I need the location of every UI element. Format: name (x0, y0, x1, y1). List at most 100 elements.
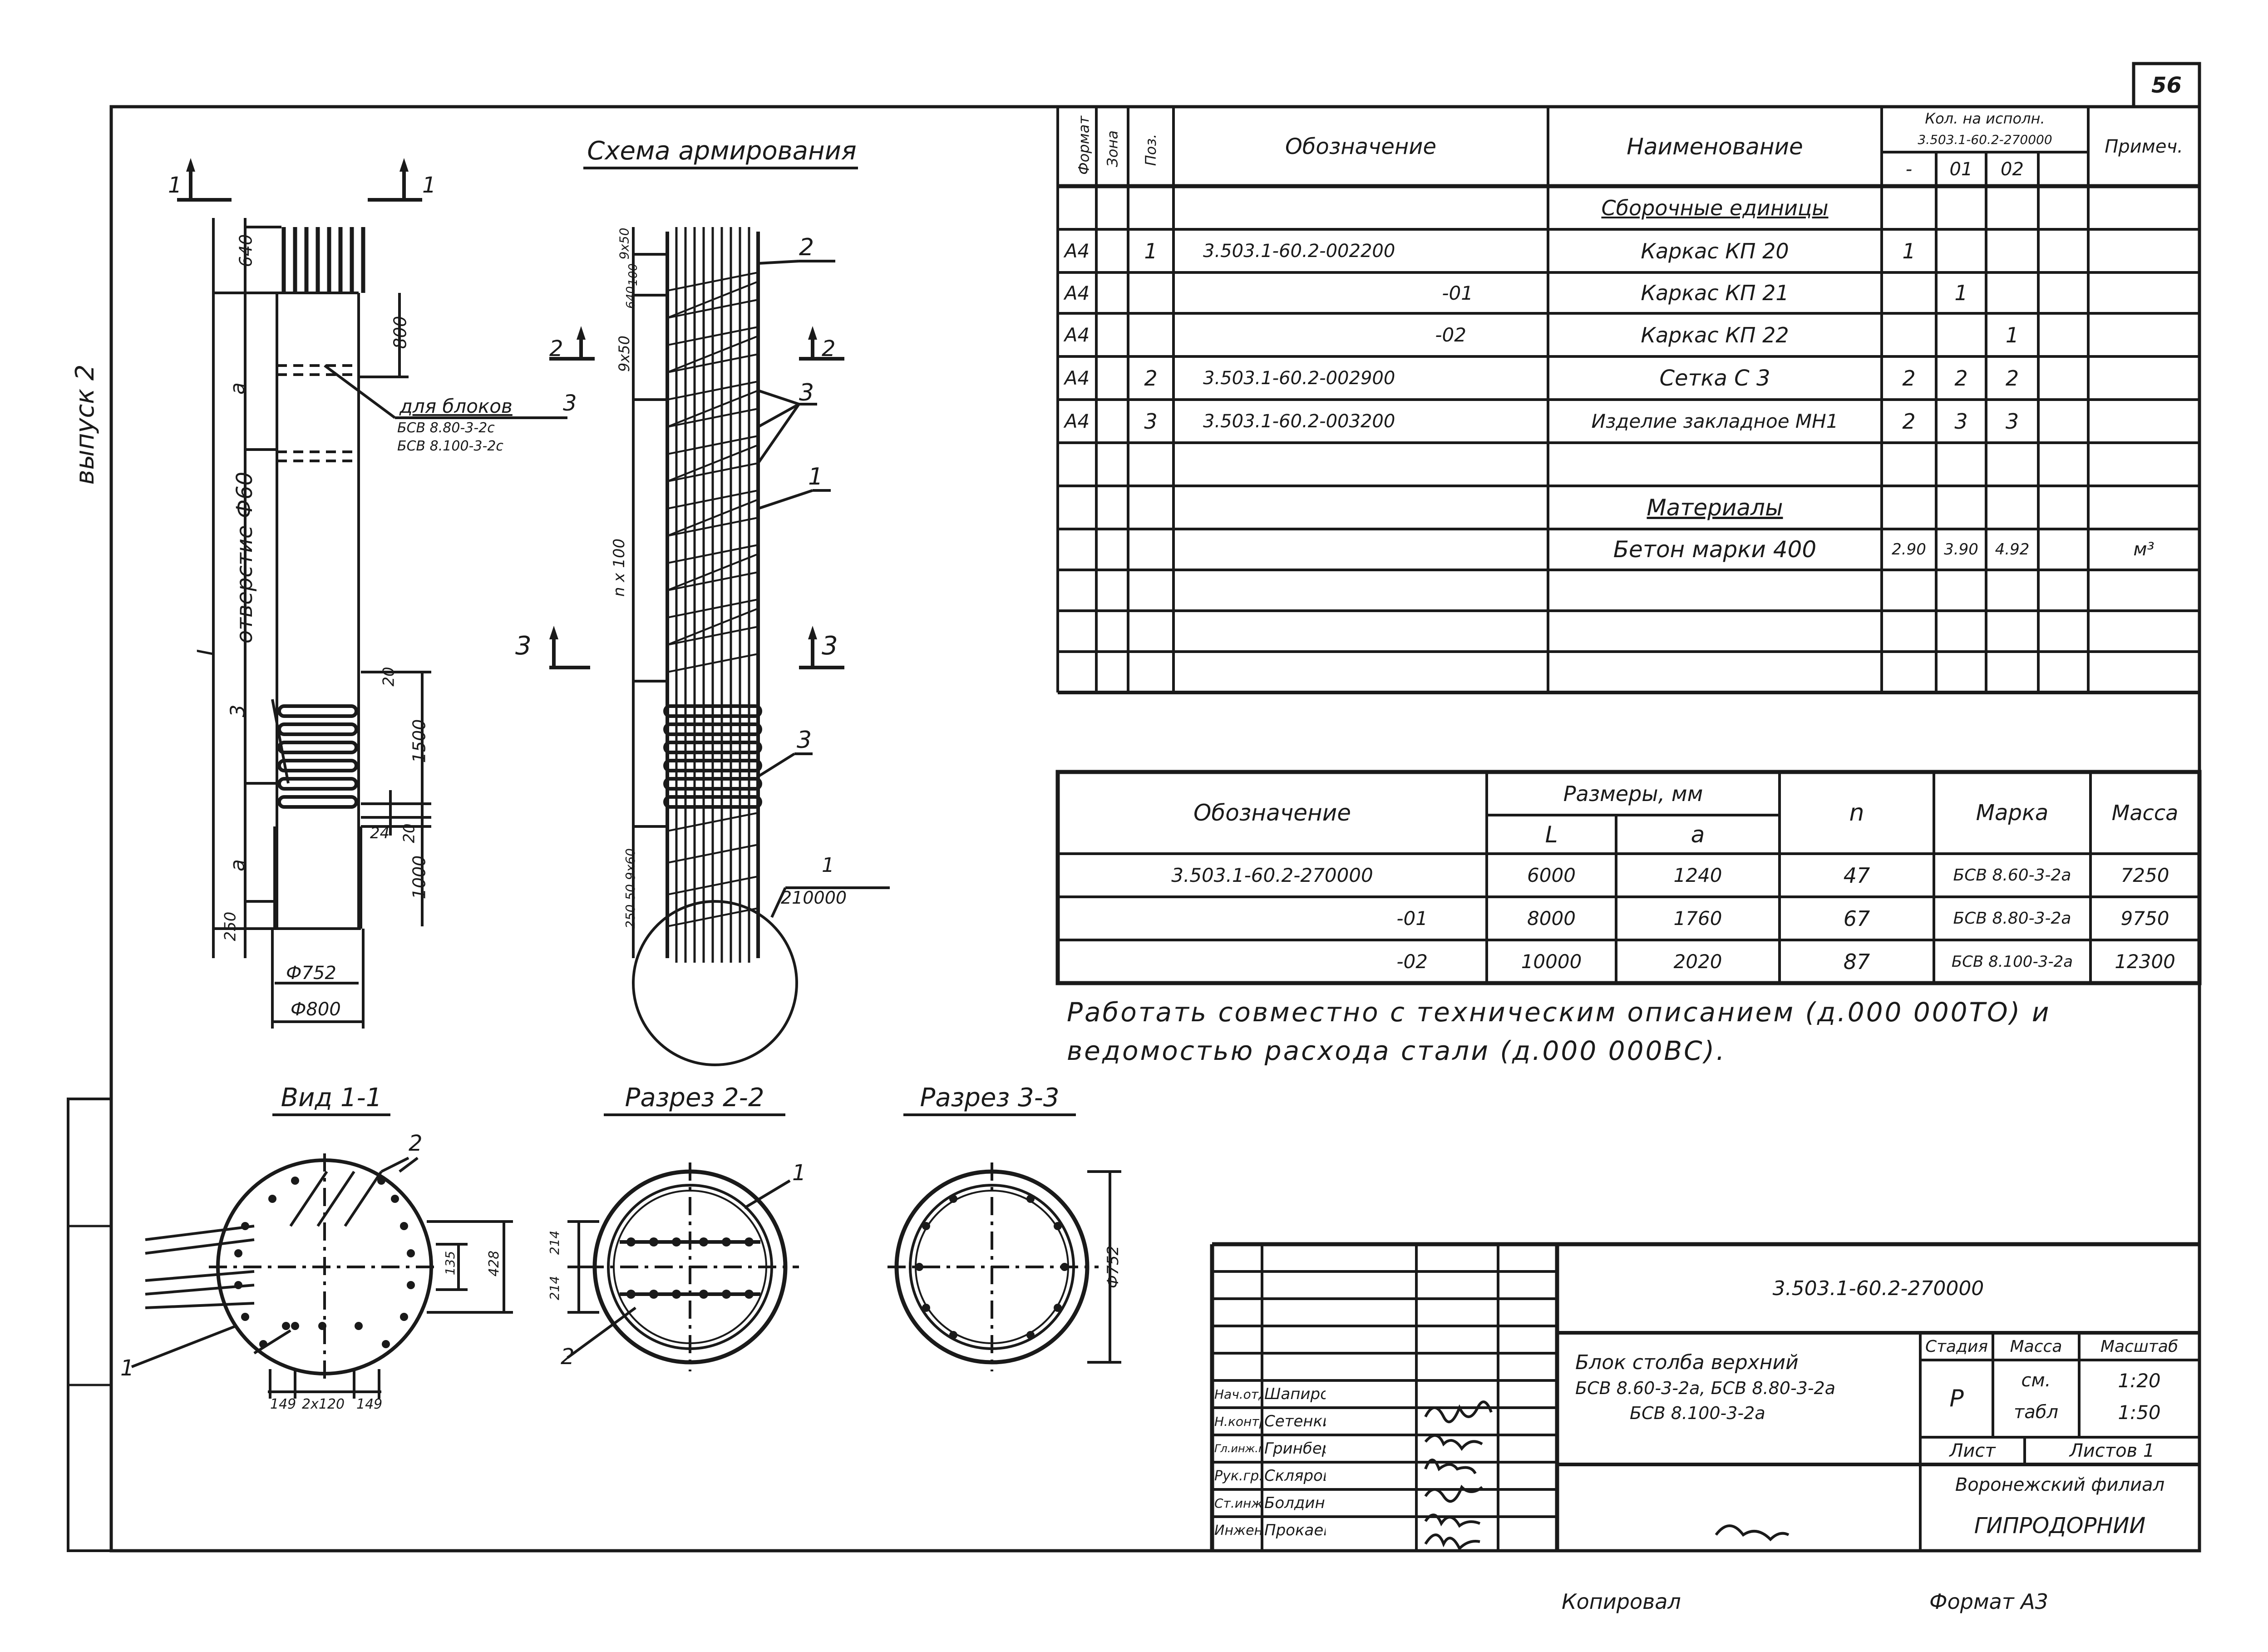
section-mark-2-right: 2 (822, 336, 836, 361)
spec-row-format: А4 (1064, 324, 1090, 346)
spec-row-pos: 2 (1144, 366, 1158, 391)
spec-row-q1: 1 (1954, 281, 1968, 305)
sizes-row-mark: БСВ 8.80-3-2а (1953, 909, 2071, 928)
reinforcement-scheme (549, 227, 890, 1066)
person-name: Сетенкин (1264, 1412, 1326, 1430)
person-name: Склярова (1264, 1467, 1326, 1485)
dim-a-top: а (226, 382, 249, 395)
spec-row-format: А4 (1064, 367, 1090, 389)
sizes-row-n: 67 (1843, 906, 1870, 931)
sizes-row-L: 6000 (1527, 864, 1576, 886)
dim-250: 250 (221, 911, 240, 941)
person-role: Инжен. (1214, 1522, 1262, 1538)
person-name: Болдинова (1264, 1494, 1326, 1512)
dim-20b: 20 (400, 823, 419, 843)
person-role: Нач.отд. (1214, 1386, 1262, 1402)
dim-opening: отверстие Ф60 (232, 471, 258, 644)
person-role: Рук.гр. (1214, 1468, 1262, 1484)
title-sheet-label: Лист (1949, 1440, 1996, 1461)
view-label-2: 2 (409, 1131, 423, 1156)
note-line-2: ведомостью расхода стали (д.000 000ВС). (1067, 1035, 1726, 1066)
spec-row-pos: 1 (1144, 238, 1158, 263)
dim-20: 20 (380, 667, 398, 687)
spec-row-q1: 2 (1954, 366, 1968, 391)
title-scale-label: Масштаб (2100, 1337, 2179, 1356)
dim-24: 24 (370, 824, 390, 842)
callout-1: 1 (808, 463, 823, 490)
spec-row-format: А4 (1064, 282, 1090, 304)
spec-header-name: Наименование (1627, 133, 1803, 160)
view-dim-149-left: 149 (270, 1396, 296, 1412)
scheme-dim-9x50: 9х50 (616, 335, 633, 372)
spec-row-q0: 2 (1902, 409, 1916, 434)
callout-3-bottom: 3 (797, 727, 812, 754)
section-mark-2-left: 2 (549, 336, 563, 361)
spec-header-format: Формат (1075, 116, 1093, 175)
sizes-row-designation: -02 (1396, 950, 1428, 973)
sizes-row-mass: 9750 (2120, 907, 2169, 930)
scheme-title: Схема армирования (587, 136, 857, 166)
dim-800: 800 (390, 316, 410, 349)
sizes-row-mark: БСВ 8.100-3-2а (1951, 952, 2073, 971)
spec-row-q0: 2 (1902, 366, 1916, 391)
view-1-1-title: Вид 1-1 (281, 1083, 382, 1113)
spec-section-assemblies: Сборочные единицы (1601, 195, 1829, 220)
person-role: Гл.инж.пр. (1214, 1442, 1262, 1455)
callout-3-top: 3 (799, 379, 814, 406)
section-mark-3-right: 3 (822, 631, 838, 661)
title-org-line-1: Воронежский филиал (1955, 1474, 2165, 1495)
spec-row-designation: 3.503.1-60.2-002900 (1203, 367, 1395, 389)
blocks-note-mark: 3 (563, 391, 577, 416)
title-block-grid (1210, 1242, 2199, 1551)
view-dim-149-right: 149 (356, 1396, 383, 1412)
spec-material-q1: 3.90 (1944, 540, 1978, 559)
sizes-header-L: L (1545, 821, 1558, 848)
dim-1000: 1000 (409, 855, 429, 900)
side-label: выпуск 2 (70, 364, 100, 485)
person-role: Н.контр. (1214, 1414, 1262, 1429)
title-stage-label: Стадия (1925, 1337, 1988, 1356)
dim-phi752: Ф752 (286, 963, 336, 984)
dim-640: 640 (236, 234, 256, 267)
spec-material-q2: 4.92 (1995, 540, 2030, 559)
person-role: Ст.инж. (1214, 1495, 1262, 1511)
spec-header-qty-doc: 3.503.1-60.2-270000 (1918, 132, 2052, 147)
title-sheets-label: Листов 1 (2069, 1440, 2155, 1461)
dim-1500: 1500 (409, 719, 429, 763)
callout-1-detail: 1 (822, 854, 834, 877)
sizes-row-mass: 7250 (2120, 864, 2169, 886)
dim-L: L (192, 643, 220, 656)
title-line-1: Блок столба верхний (1575, 1351, 1799, 1374)
sizes-row-n: 47 (1843, 863, 1870, 888)
dim-a-bottom: а (226, 859, 249, 871)
spec-row-q1: 3 (1954, 409, 1968, 434)
spec-row-designation: 3.503.1-60.2-003200 (1203, 411, 1395, 432)
section-label-1: 1 (792, 1160, 806, 1186)
sizes-table-grid (1055, 770, 2202, 985)
section-2-2-title: Разрез 2-2 (625, 1083, 764, 1113)
sizes-header-a: а (1691, 821, 1705, 848)
section-mark-1-left: 1 (168, 173, 182, 198)
title-doc-number: 3.503.1-60.2-270000 (1772, 1277, 1984, 1300)
section-dim-214-bottom: 214 (547, 1276, 562, 1301)
spec-row-pos: 3 (1144, 409, 1158, 434)
title-mass-line-2: табл (2013, 1402, 2059, 1423)
title-org-line-2: ГИПРОДОРНИИ (1974, 1513, 2146, 1538)
title-mass-label: Масса (2010, 1337, 2062, 1356)
sizes-row-a: 1240 (1673, 864, 1722, 886)
sizes-row-a: 1760 (1673, 907, 1722, 930)
sizes-header-mass: Масса (2111, 801, 2179, 825)
spec-material-q0: 2.90 (1892, 540, 1926, 559)
sizes-row-mark: БСВ 8.60-3-2а (1953, 866, 2071, 885)
scheme-dim-9x50-top: 9х50 (616, 228, 632, 260)
person-name: Прокаева (1264, 1521, 1326, 1539)
sizes-row-L: 8000 (1527, 907, 1576, 930)
callout-210000: 210000 (781, 888, 847, 908)
spec-material-note: м³ (2133, 539, 2155, 560)
spec-row-q2: 2 (2005, 366, 2019, 391)
spec-row-q2: 1 (2005, 322, 2019, 347)
spec-header-zone: Зона (1104, 130, 1121, 167)
view-dim-428: 428 (486, 1250, 503, 1277)
view-1-1 (131, 1153, 513, 1399)
